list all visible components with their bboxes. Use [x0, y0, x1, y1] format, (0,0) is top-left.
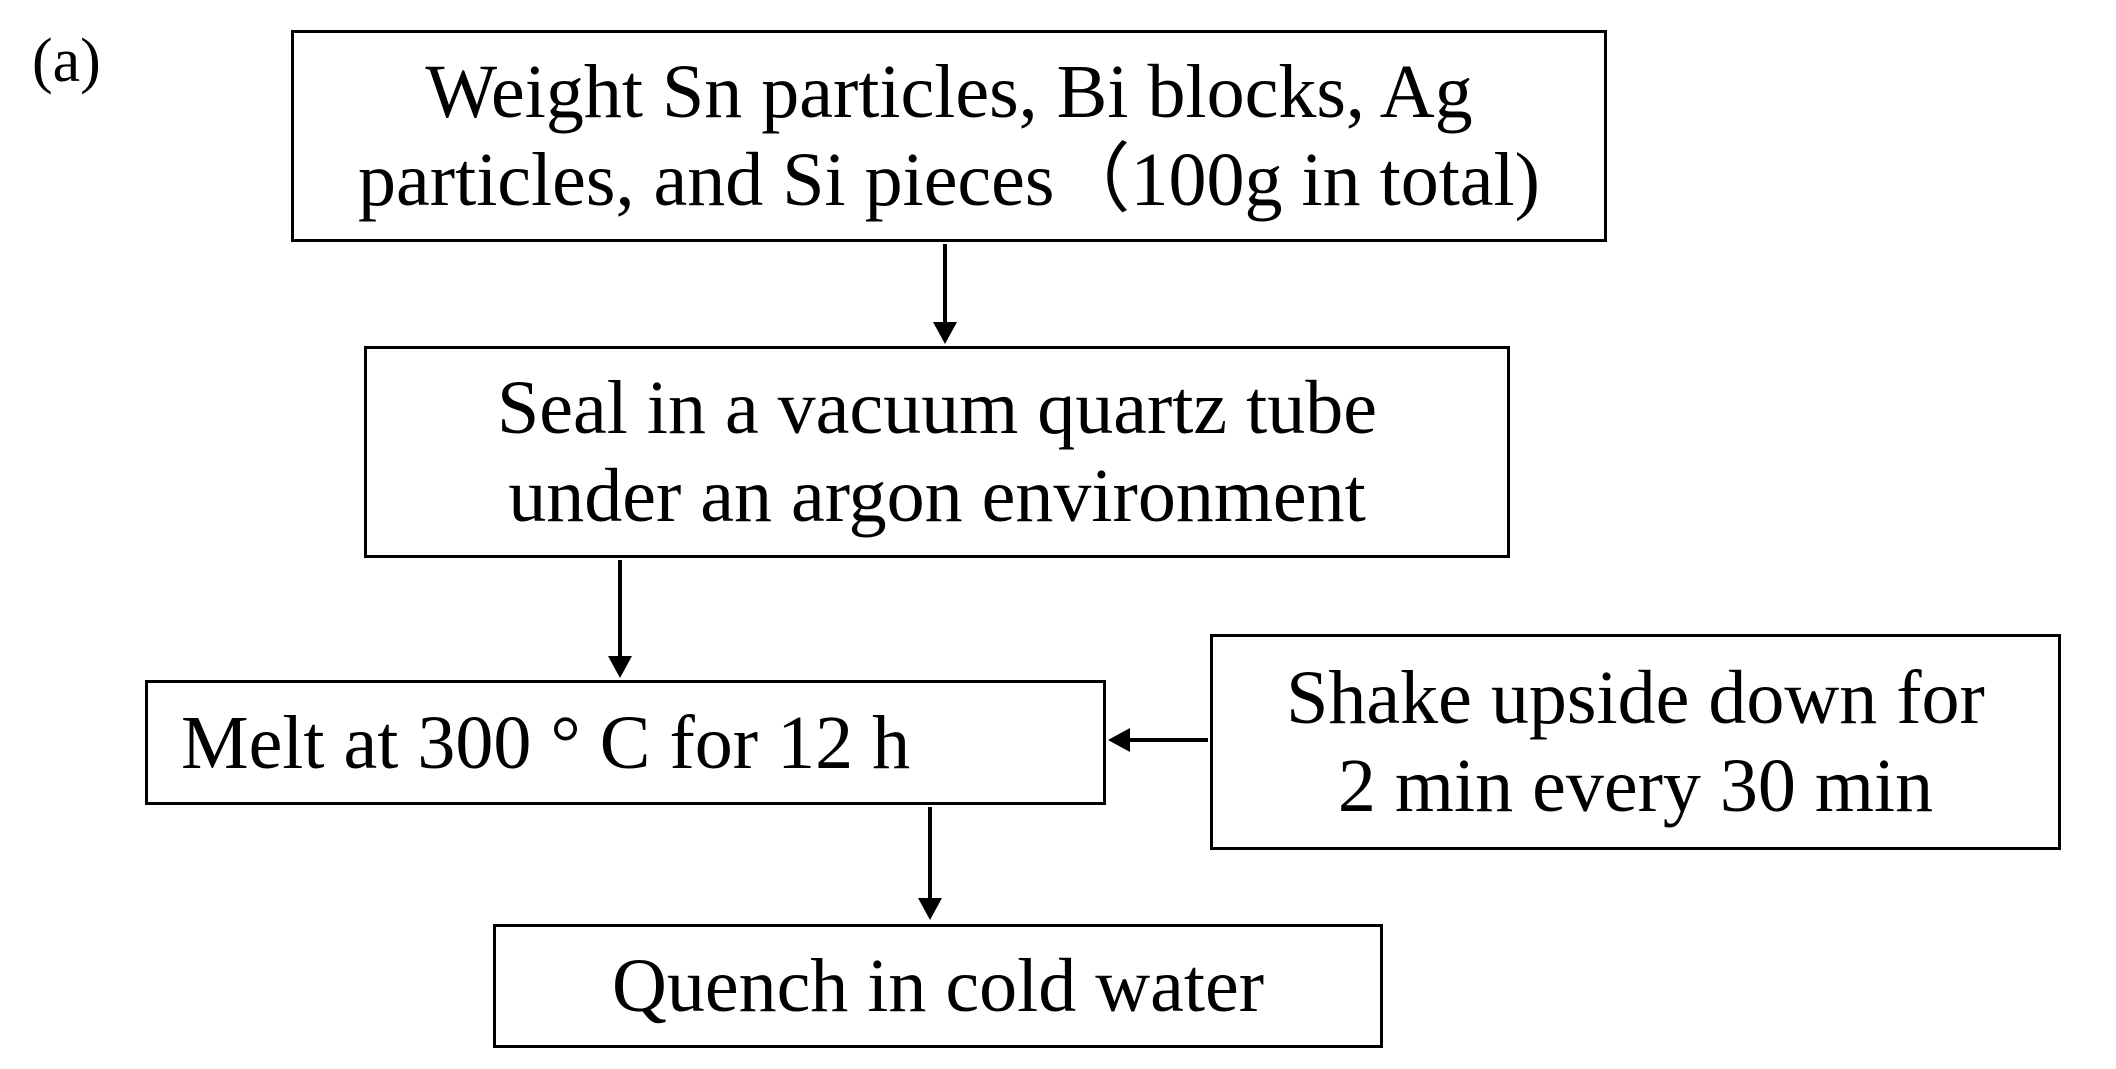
step-melt-box: Melt at 300 ° C for 12 h	[145, 680, 1106, 805]
step-weigh-box: Weight Sn particles, Bi blocks, Ag parti…	[291, 30, 1607, 242]
step-shake-box: Shake upside down for 2 min every 30 min	[1210, 634, 2061, 850]
arrow-melt-to-quench	[918, 807, 942, 920]
step-melt-line1: Melt at 300 ° C for 12 h	[181, 700, 911, 785]
step-quench-box: Quench in cold water	[493, 924, 1383, 1048]
step-weigh-line2: particles, and Si pieces（100g in total)	[358, 138, 1540, 222]
step-quench-line1: Quench in cold water	[611, 944, 1265, 1028]
step-shake-line1: Shake upside down for	[1286, 656, 1985, 740]
step-seal-line2: under an argon environment	[508, 454, 1366, 538]
step-weigh-line1: Weight Sn particles, Bi blocks, Ag	[425, 50, 1473, 134]
arrow-seal-to-melt	[608, 560, 632, 678]
arrow-shake-to-melt	[1108, 728, 1208, 752]
step-seal-line1: Seal in a vacuum quartz tube	[496, 366, 1377, 450]
step-seal-box: Seal in a vacuum quartz tube under an ar…	[364, 346, 1510, 558]
step-shake-line2: 2 min every 30 min	[1337, 744, 1934, 828]
panel-label: (a)	[32, 27, 101, 95]
arrow-weigh-to-seal	[933, 244, 957, 344]
